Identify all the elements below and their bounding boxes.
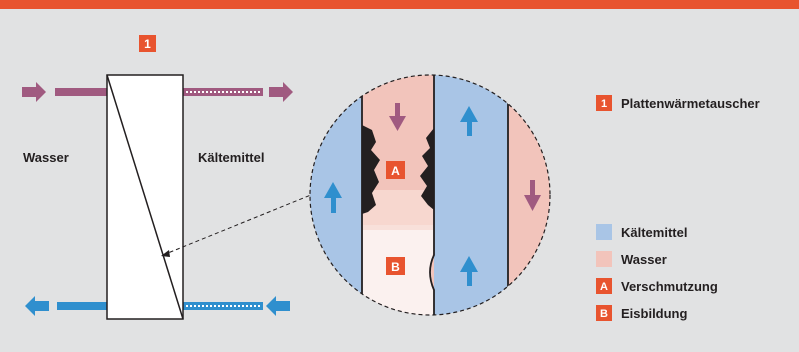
refrigerant-inlet-arrow: [183, 296, 290, 316]
plate-wall-2: [429, 75, 435, 315]
legend-item-icing: B Eisbildung: [596, 305, 688, 321]
refrigerant-up-arrow-3: [460, 256, 478, 286]
legend: 1 Plattenwärmetauscher Kältemittel Wasse…: [596, 95, 760, 321]
refrigerant-channel-right: [434, 75, 508, 315]
label-kaeltemittel: Kältemittel: [198, 150, 264, 165]
svg-text:A: A: [600, 281, 608, 293]
legend-item-heat-exchanger: 1 Plattenwärmetauscher: [596, 95, 760, 111]
marker-a-diagram: A: [386, 161, 405, 179]
refrigerant-up-arrow-2: [460, 106, 478, 136]
zoom-leader-arrowhead: [161, 250, 170, 257]
fouling-right: [420, 128, 434, 210]
zoom-leader-line: [162, 187, 329, 256]
legend-item-fouling: A Verschmutzung: [596, 278, 718, 294]
refrigerant-up-arrow-1: [324, 182, 342, 213]
plate-heat-exchanger: [106, 74, 184, 320]
marker-1-diagram: 1: [139, 35, 156, 52]
svg-text:Eisbildung: Eisbildung: [621, 306, 688, 321]
water-inlet-arrow: [22, 82, 107, 102]
fouling-left: [362, 125, 380, 214]
svg-text:Plattenwärmetauscher: Plattenwärmetauscher: [621, 96, 760, 111]
svg-text:B: B: [600, 308, 608, 320]
magnifier-outline: [309, 74, 551, 316]
marker-b-diagram: B: [386, 257, 405, 275]
svg-text:1: 1: [601, 98, 607, 110]
svg-text:Verschmutzung: Verschmutzung: [621, 279, 718, 294]
svg-text:Wasser: Wasser: [621, 252, 667, 267]
water-down-arrow-1: [389, 103, 406, 131]
ice-transition: [362, 190, 434, 230]
svg-text:1: 1: [144, 37, 151, 51]
top-accent-bar: [0, 0, 799, 9]
label-wasser: Wasser: [23, 150, 69, 165]
svg-text:A: A: [391, 164, 400, 178]
magnified-detail: [310, 75, 550, 315]
svg-text:B: B: [391, 260, 400, 274]
ice-formation-zone: [362, 225, 434, 315]
legend-item-water: Wasser: [596, 251, 667, 267]
legend-item-refrigerant: Kältemittel: [596, 224, 687, 240]
refrigerant-outlet-arrow: [25, 296, 107, 316]
water-down-arrow-2: [524, 180, 541, 211]
svg-text:Kältemittel: Kältemittel: [621, 225, 687, 240]
water-outlet-arrow: [183, 82, 293, 102]
